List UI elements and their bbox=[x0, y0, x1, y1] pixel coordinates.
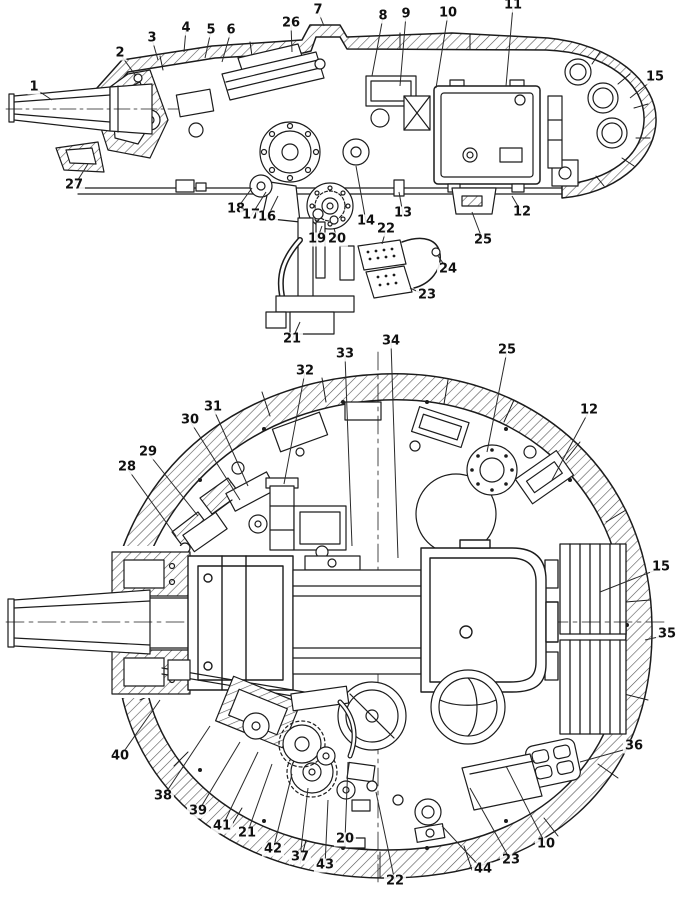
bottom-circles bbox=[286, 669, 506, 826]
handwheel bbox=[342, 138, 370, 166]
traverse-mechanism bbox=[161, 659, 357, 768]
elevation-gear bbox=[306, 182, 354, 230]
cradle-plan bbox=[292, 555, 422, 675]
sight-block bbox=[175, 88, 215, 118]
upper-fittings bbox=[171, 401, 575, 549]
mid-equipment bbox=[365, 75, 431, 197]
left-upper-assembly bbox=[179, 471, 347, 559]
side-armor-ticks bbox=[159, 32, 651, 187]
front-lower-wedge bbox=[55, 141, 105, 173]
recoil-guard-plan bbox=[420, 539, 559, 693]
breech-housing-plan bbox=[187, 555, 294, 691]
vision-blocks bbox=[551, 58, 628, 187]
sight-eyepiece bbox=[188, 122, 204, 138]
gun-barrel-side bbox=[5, 83, 211, 135]
right-equipment-blocks bbox=[544, 543, 627, 735]
basket-assembly bbox=[265, 215, 355, 335]
pedestal bbox=[451, 187, 497, 215]
plan-view-drawing bbox=[5, 351, 669, 887]
recuperator bbox=[221, 43, 326, 101]
radio-box bbox=[433, 79, 563, 193]
side-view-drawing bbox=[5, 24, 657, 335]
guard-plates bbox=[357, 237, 441, 299]
hatch-circles bbox=[415, 444, 518, 555]
bottom-right-stowage bbox=[461, 738, 581, 811]
